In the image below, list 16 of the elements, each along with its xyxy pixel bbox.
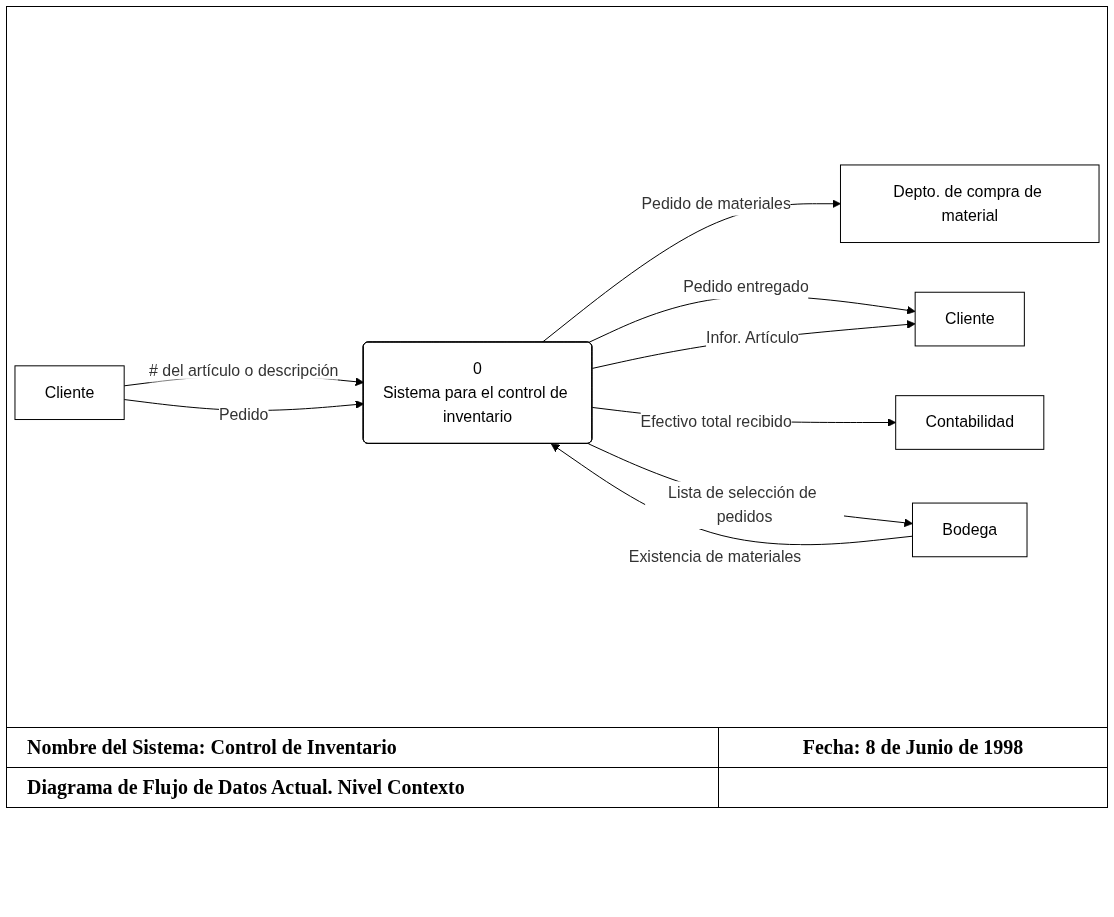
edge-label: Efectivo total recibido: [640, 413, 792, 431]
node-box: Cliente: [914, 291, 1025, 347]
date-text: Fecha: 8 de Junio de 1998: [802, 736, 1024, 758]
node-box: Bodega: [912, 502, 1028, 558]
node-box: Depto. de compra de material: [840, 164, 1100, 244]
node-box: Cliente: [14, 365, 125, 421]
edge-label: Pedido: [218, 405, 269, 423]
edge-label: Infor. Artículo: [706, 328, 799, 346]
diagram-type-text: Diagrama de Flujo de Datos Actual. Nivel Contexto: [27, 776, 465, 798]
edge-label: Pedido de materiales: [641, 194, 791, 212]
edge-label: # del artículo o descripción: [149, 361, 339, 379]
edge-label: Pedido entregado: [683, 278, 809, 296]
edge-label: Existencia de materiales: [628, 548, 802, 565]
edge-label: Lista de selección de pedidos: [668, 484, 817, 526]
node-box: Contabilidad: [895, 395, 1045, 450]
system-name-text: Nombre del Sistema: Control de Inventario: [27, 736, 397, 758]
